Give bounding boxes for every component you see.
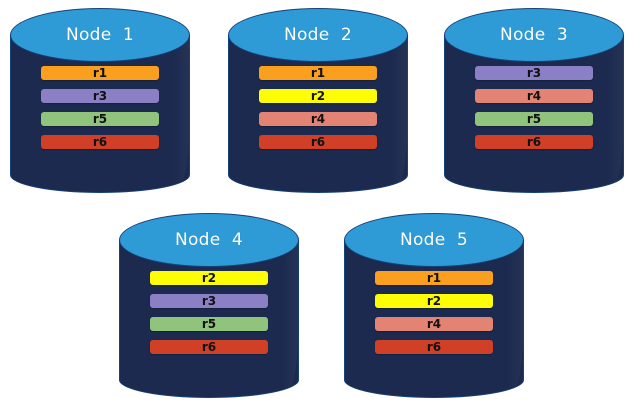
cylinder-top: Node 1: [10, 8, 190, 62]
node-label: Node 3: [499, 25, 569, 45]
replica-bar[interactable]: r5: [41, 112, 159, 126]
replica-bar[interactable]: r6: [150, 340, 268, 354]
replica-list: r3 r4 r5 r6: [444, 66, 624, 149]
replica-label: r6: [201, 340, 217, 354]
replica-bar[interactable]: r5: [150, 317, 268, 331]
replica-label: r4: [526, 89, 542, 103]
node-label: Node 4: [174, 230, 244, 250]
node-cylinder[interactable]: Node 4 r2 r3 r5 r6: [119, 213, 299, 398]
replica-label: r3: [526, 66, 542, 80]
node-cylinder[interactable]: Node 5 r1 r2 r4 r6: [344, 213, 524, 398]
replica-bar[interactable]: r2: [259, 89, 377, 103]
replica-bar[interactable]: r1: [375, 271, 493, 285]
replica-label: r5: [92, 112, 108, 126]
replica-bar[interactable]: r6: [475, 135, 593, 149]
replica-bar[interactable]: r6: [41, 135, 159, 149]
replica-label: r6: [92, 135, 108, 149]
replica-label: r4: [310, 112, 326, 126]
replica-bar[interactable]: r4: [475, 89, 593, 103]
replica-bar[interactable]: r2: [375, 294, 493, 308]
node-label: Node 2: [283, 25, 353, 45]
cylinder-top: Node 3: [444, 8, 624, 62]
replica-bar[interactable]: r1: [41, 66, 159, 80]
cylinder-body: [228, 35, 408, 193]
replica-bar[interactable]: r6: [259, 135, 377, 149]
replica-bar[interactable]: r3: [150, 294, 268, 308]
replica-list: r1 r2 r4 r6: [344, 271, 524, 354]
node-cylinder[interactable]: Node 3 r3 r4 r5 r6: [444, 8, 624, 193]
replica-label: r2: [426, 294, 442, 308]
replica-label: r2: [201, 271, 217, 285]
cylinder-top: Node 5: [344, 213, 524, 267]
replica-list: r1 r3 r5 r6: [10, 66, 190, 149]
replica-label: r1: [310, 66, 326, 80]
node-cylinder[interactable]: Node 1 r1 r3 r5 r6: [10, 8, 190, 193]
replica-label: r5: [526, 112, 542, 126]
replica-label: r4: [426, 317, 442, 331]
replica-label: r1: [426, 271, 442, 285]
replica-bar[interactable]: r3: [41, 89, 159, 103]
replica-bar[interactable]: r6: [375, 340, 493, 354]
cylinder-top: Node 4: [119, 213, 299, 267]
replica-bar[interactable]: r4: [375, 317, 493, 331]
node-cylinder[interactable]: Node 2 r1 r2 r4 r6: [228, 8, 408, 193]
replica-bar[interactable]: r2: [150, 271, 268, 285]
node-label: Node 1: [65, 25, 135, 45]
replica-list: r1 r2 r4 r6: [228, 66, 408, 149]
replica-label: r3: [201, 294, 217, 308]
replica-label: r1: [92, 66, 108, 80]
replica-bar[interactable]: r3: [475, 66, 593, 80]
replica-label: r2: [310, 89, 326, 103]
replica-bar[interactable]: r1: [259, 66, 377, 80]
replica-list: r2 r3 r5 r6: [119, 271, 299, 354]
replica-label: r6: [310, 135, 326, 149]
replica-bar[interactable]: r5: [475, 112, 593, 126]
cylinder-top: Node 2: [228, 8, 408, 62]
replica-label: r6: [526, 135, 542, 149]
replica-label: r6: [426, 340, 442, 354]
replica-bar[interactable]: r4: [259, 112, 377, 126]
replica-label: r3: [92, 89, 108, 103]
replica-label: r5: [201, 317, 217, 331]
node-label: Node 5: [399, 230, 469, 250]
